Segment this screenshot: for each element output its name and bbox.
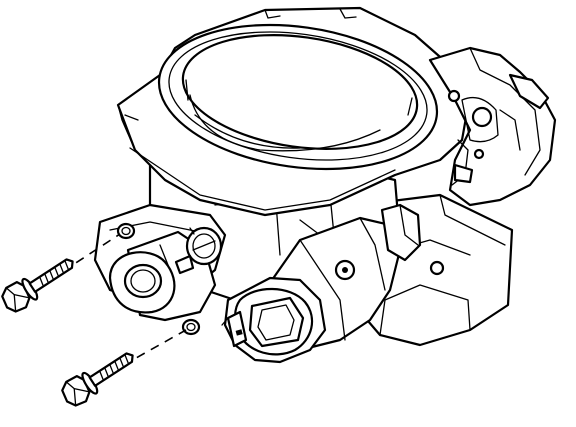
throttle-cable-bracket: [428, 46, 557, 207]
mounting-hole-lower: [181, 318, 201, 336]
vacuum-fitting: [174, 226, 223, 275]
mounting-bolt-lower: [61, 352, 134, 407]
mounting-hole-upper: [116, 222, 136, 240]
mounting-bolt-upper: [1, 258, 74, 313]
electrical-connector: [221, 276, 327, 364]
throttle-bore: [157, 23, 439, 171]
